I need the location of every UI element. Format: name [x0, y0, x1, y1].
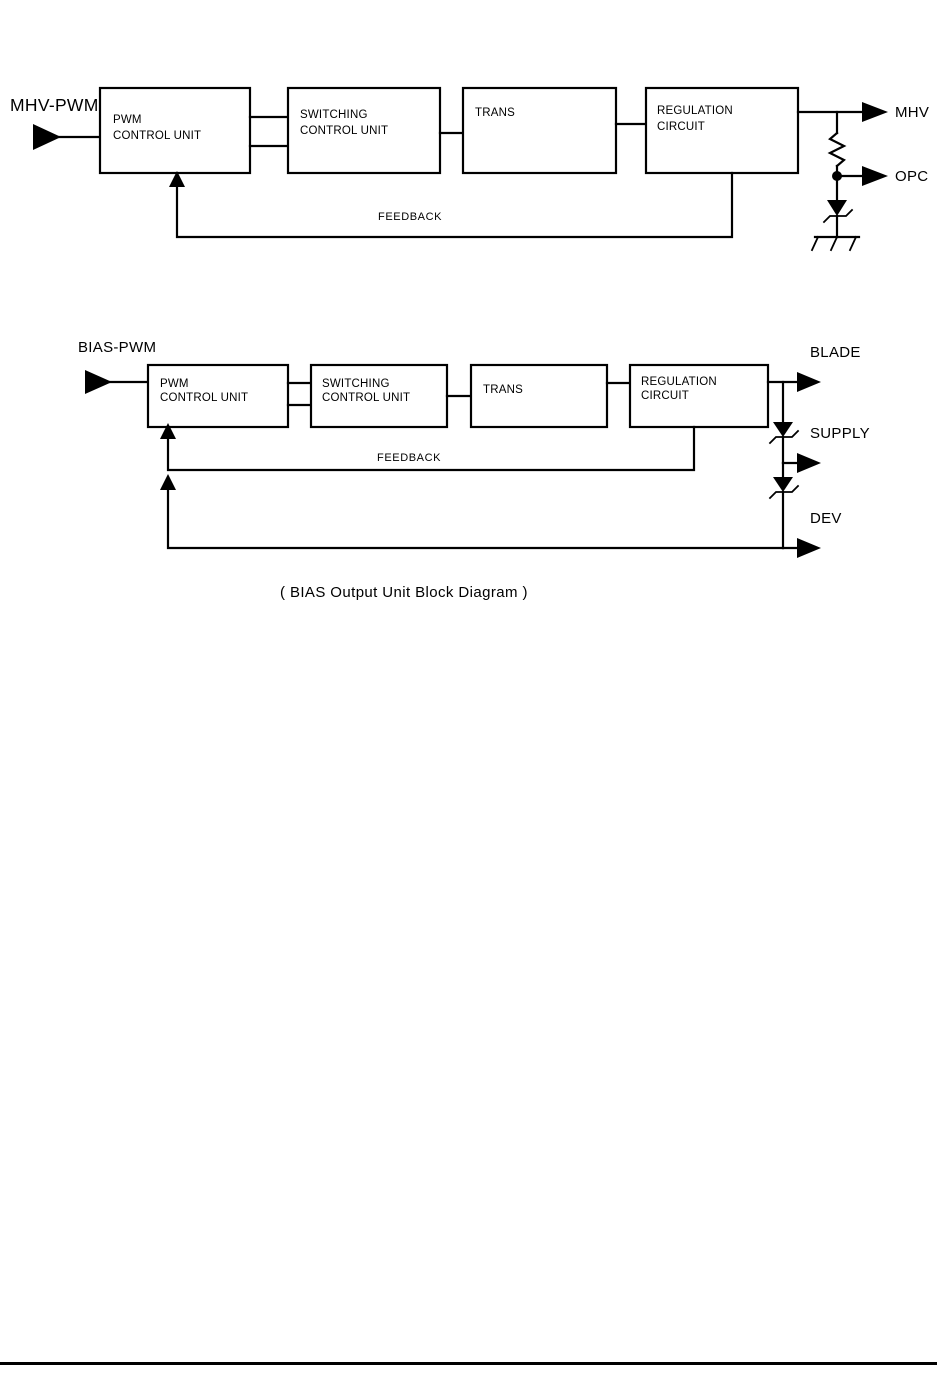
- bias-pwm-input-label: BIAS-PWM: [78, 339, 156, 356]
- block-switching-control-unit-line-2: CONTROL UNIT: [300, 125, 388, 137]
- ground-hatch-1-icon: [810, 235, 820, 252]
- mhv-pwm-input-label: MHV-PWM: [10, 95, 99, 115]
- block-trans-label: TRANS: [483, 384, 523, 396]
- block-trans: [461, 86, 618, 175]
- block-trans-label: TRANS: [475, 107, 515, 119]
- mhv-output-arrow-icon: [862, 102, 888, 122]
- block-switching-control-unit-line-1: SWITCHING: [322, 378, 390, 390]
- footer-divider: [0, 1362, 937, 1365]
- dev-output-label: DEV: [810, 510, 842, 527]
- block-regulation-circuit: [644, 86, 800, 175]
- mhv-output-label: MHV: [895, 104, 929, 121]
- feedback-loop-wire: [175, 171, 734, 239]
- blade-output-label: BLADE: [810, 344, 861, 361]
- block-switching-control-unit-line-2: CONTROL UNIT: [322, 392, 410, 404]
- blade-output-arrow-icon: [797, 372, 821, 392]
- block-regulation-circuit-line-1: REGULATION: [641, 376, 717, 388]
- block-trans: [469, 363, 609, 429]
- ground-hatch-2-icon: [829, 235, 839, 252]
- opc-output-arrow-icon: [862, 166, 888, 186]
- block-pwm-control-unit-line-1: PWM: [113, 114, 142, 126]
- block-pwm-control-unit-line-2: CONTROL UNIT: [160, 392, 248, 404]
- zener-diode-icon: [827, 200, 847, 216]
- supply-output-arrow-icon: [797, 453, 821, 473]
- resistor-icon: [827, 131, 847, 168]
- block-pwm-control-unit: [98, 86, 252, 175]
- bias-diagram-caption: ( BIAS Output Unit Block Diagram ): [280, 584, 528, 601]
- block-regulation-circuit-line-2: CIRCUIT: [641, 390, 689, 402]
- zener-diode-upper-icon: [773, 422, 793, 437]
- ground-hatch-3-icon: [848, 235, 858, 252]
- mhv-pwm-input-arrow-icon: [33, 124, 61, 150]
- feedback-arrow-icon: [160, 423, 176, 439]
- block-switching-control-unit-line-1: SWITCHING: [300, 109, 368, 121]
- bias-pwm-input-arrow-icon: [85, 370, 112, 394]
- dev-output-arrow-icon: [797, 538, 821, 558]
- dev-feedback-loop-wire: [166, 486, 785, 550]
- bias-output-unit-diagram: BIAS-PWM PWM CONTROL UNIT SWITCHING CONT…: [78, 339, 870, 601]
- block-regulation-circuit-line-2: CIRCUIT: [657, 121, 705, 133]
- feedback-label: FEEDBACK: [378, 211, 442, 223]
- block-switching-control-unit: [286, 86, 442, 175]
- block-pwm-control-unit-line-2: CONTROL UNIT: [113, 130, 201, 142]
- opc-output-label: OPC: [895, 168, 928, 185]
- zener-diode-lower-icon: [773, 477, 793, 492]
- feedback-arrow-icon: [169, 171, 185, 187]
- block-switching-control-unit: [309, 363, 449, 429]
- block-pwm-control-unit-line-1: PWM: [160, 378, 189, 390]
- mhv-output-unit-diagram: MHV-PWM PWM CONTROL UNIT SWITCHING CONTR…: [10, 86, 929, 252]
- supply-output-label: SUPPLY: [810, 425, 870, 442]
- block-regulation-circuit-line-1: REGULATION: [657, 105, 733, 117]
- block-pwm-control-unit: [146, 363, 290, 429]
- feedback-loop-wire: [166, 425, 696, 472]
- dev-feedback-arrow-icon: [160, 474, 176, 490]
- block-regulation-circuit: [628, 363, 770, 429]
- feedback-label: FEEDBACK: [377, 452, 441, 464]
